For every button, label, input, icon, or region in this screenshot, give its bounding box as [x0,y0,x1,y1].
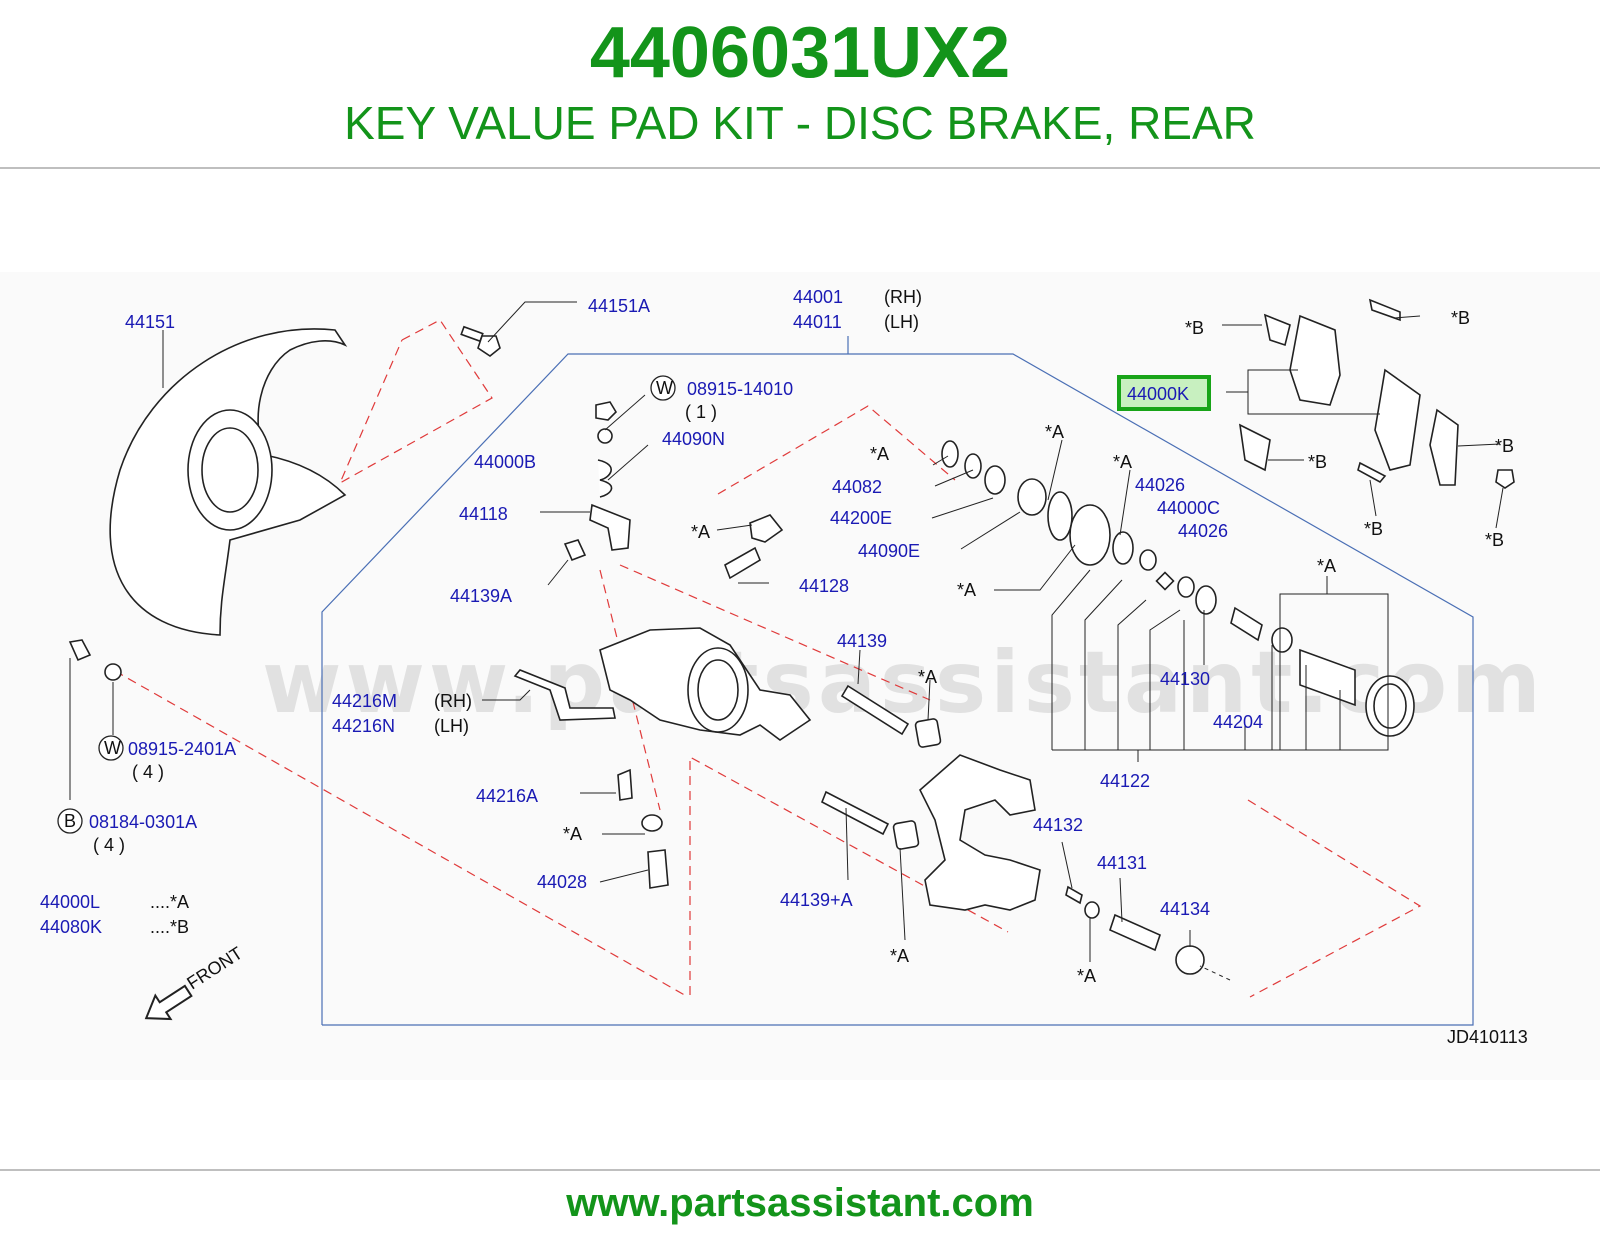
label-star-a-2: *A [957,580,976,600]
label-star-b-2: *B [1451,308,1470,328]
part-description: KEY VALUE PAD KIT - DISC BRAKE, REAR [344,97,1256,149]
w-badge-circle-2 [98,735,124,761]
guide-lower-middle [689,755,1009,995]
label-star-a-7: *A [918,667,937,687]
label-44000C[interactable]: 44000C [1157,498,1220,518]
label-star-a-9: *A [890,946,909,966]
diagram-code: JD410113 [1447,1027,1528,1047]
label-44151[interactable]: 44151 [125,312,175,332]
label-44131[interactable]: 44131 [1097,853,1147,873]
label-star-b-1: *B [1185,318,1204,338]
label-08915-2401A[interactable]: 08915-2401A [128,739,236,759]
bottom-divider [0,1169,1600,1171]
piston-seal-set-shape [941,440,1415,737]
slide-pins-shape [820,684,942,850]
label-44151A[interactable]: 44151A [588,296,650,316]
w-badge-1: W [656,378,673,398]
label-star-a-6: *A [691,522,710,542]
w-badge-circle [650,375,676,401]
label-star-b-3: *B [1495,436,1514,456]
label-44011[interactable]: 44011 [793,312,842,332]
label-44000B[interactable]: 44000B [474,452,536,472]
label-star-b-5: *B [1364,519,1383,539]
label-44216N[interactable]: 44216N [332,716,395,736]
caliper-body-shape [513,627,812,741]
highlight-box [1117,375,1211,411]
guide-lower-right [1247,799,1422,998]
label-star-b-4: *B [1308,452,1327,472]
leader-lines [69,301,1504,981]
guide-piston-top [717,405,956,495]
label-44139-plus-a[interactable]: 44139+A [780,890,853,910]
label-08184-0301A[interactable]: 08184-0301A [89,812,197,832]
label-star-a-5: *A [1317,556,1336,576]
label-dots-a: ....*A [150,892,189,912]
label-44122[interactable]: 44122 [1100,771,1150,791]
small-hardware-shape [68,401,1205,975]
label-44216M[interactable]: 44216M [332,691,397,711]
label-44082[interactable]: 44082 [832,477,882,497]
label-lh-1: (LH) [884,312,919,332]
w-badge-2: W [104,738,121,758]
label-44216A[interactable]: 44216A [476,786,538,806]
footer-url[interactable]: www.partsassistant.com [566,1181,1034,1225]
label-star-a-3: *A [1045,422,1064,442]
front-direction-arrow [144,984,193,1021]
label-rh-2: (RH) [434,691,472,711]
label-44028[interactable]: 44028 [537,872,587,892]
label-44090N[interactable]: 44090N [662,429,725,449]
torque-member-shape [919,754,1041,911]
b-badge-circle [57,808,83,834]
label-star-b-6: *B [1485,530,1504,550]
caliper-assembly-outline [321,353,1474,1026]
guide-backing-plate [338,319,493,485]
label-44000L[interactable]: 44000L [40,892,100,912]
label-44090E[interactable]: 44090E [858,541,920,561]
label-44118[interactable]: 44118 [459,504,508,524]
front-label: FRONT [183,943,246,994]
label-44134[interactable]: 44134 [1160,899,1210,919]
label-qty-4-b: ( 4 ) [93,835,125,855]
label-star-a-8: *A [563,824,582,844]
label-star-a-10: *A [1077,966,1096,986]
label-44204[interactable]: 44204 [1213,712,1263,732]
backing-plate-shape [109,328,348,636]
label-44132[interactable]: 44132 [1033,815,1083,835]
label-44026-a[interactable]: 44026 [1135,475,1185,495]
bolt-44151A-shape [460,325,501,357]
label-44200E[interactable]: 44200E [830,508,892,528]
label-44139[interactable]: 44139 [837,631,887,651]
label-qty-1: ( 1 ) [685,402,717,422]
label-44000K[interactable]: 44000K [1127,384,1189,404]
label-44139A[interactable]: 44139A [450,586,512,606]
label-rh-1: (RH) [884,287,922,307]
label-qty-4-a: ( 4 ) [132,762,164,782]
guide-pin [619,564,931,701]
label-08915-14010[interactable]: 08915-14010 [687,379,793,399]
label-star-a-1: *A [870,444,889,464]
label-star-a-4: *A [1113,452,1132,472]
label-dots-b: ....*B [150,917,189,937]
label-44130[interactable]: 44130 [1160,669,1210,689]
header: 4406031UX2 KEY VALUE PAD KIT - DISC BRAK… [0,0,1600,168]
label-44128[interactable]: 44128 [799,576,849,596]
guide-lower-left [114,670,689,998]
b-badge: B [64,811,76,831]
label-44080K[interactable]: 44080K [40,917,102,937]
label-lh-2: (LH) [434,716,469,736]
part-number-title: 4406031UX2 [589,13,1011,93]
label-44026-b[interactable]: 44026 [1178,521,1228,541]
label-44001[interactable]: 44001 [793,287,843,307]
top-divider [0,167,1600,169]
